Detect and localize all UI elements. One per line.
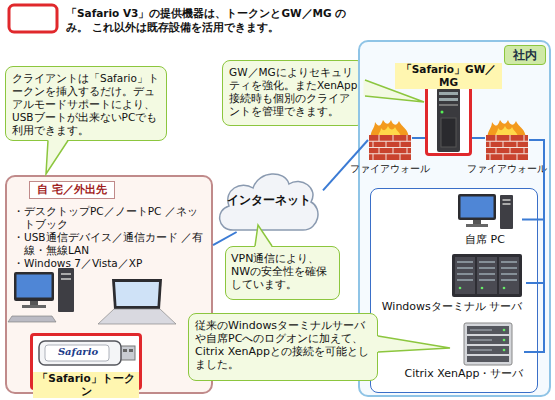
node-text: ・Windows 7／Vista／XP [13,257,205,270]
legend-text: 「Safario V3」の提供機器は、トークンとGW／MG のみ。 これ以外は既… [66,6,366,34]
node-label: Citrix XenApp・サーバ [402,367,526,380]
remote-site-box: 自 宅／外出先・デスクトップPC／ノートPC ／ネットブック・USB通信デバイス… [5,175,213,394]
node-label: ファイアウォール [350,162,430,175]
internet-cloud: インターネット [215,168,323,232]
node-label: クライアントは「Safario」トークンを挿入するだけ。デュアルモードサポートに… [12,72,160,137]
terminal-server-node: Windowsターミナル サーバ [448,252,526,314]
node-text: ・デスクトップPC／ノートPC ／ネットブック [13,205,205,231]
xenapp-server-node: Citrix XenApp・サーバ [452,322,524,382]
token-box: 「Safario」トークンSafario [30,333,142,390]
callout-box: GW／MGによりセキュリティを強化。またXenApp接続時も個別のクライアントを… [222,60,365,126]
callout-box: 従来のWindowsターミナルサーバや自席PCへのログオンに加えて、Citrix… [188,313,378,381]
gateway-server-icon-holder [428,87,469,153]
gateway-server-icon [428,87,469,153]
node-text: ・USB通信デバイス／通信カード ／有線・無線LAN [13,231,205,257]
callout-pointer-edge [46,141,68,175]
firewall-node: ファイアウォール [368,120,412,160]
node-label: Windowsターミナル サーバ [378,300,526,313]
callout-box: VPN通信により、NWの安全性を確保しています。 [225,246,340,300]
desk-pc-node: 自席 PC [448,192,522,247]
callout-box: クライアントは「Safario」トークンを挿入するだけ。デュアルモードサポートに… [5,66,167,141]
node-label: 社内 [504,45,546,65]
network-line [213,232,237,245]
legend-swatch [9,5,57,32]
desk-pc-icon [448,192,522,232]
terminal-server-icon-holder [448,252,526,299]
node-label: 自 宅／外出先 [29,181,115,199]
gateway-box: 「Safario」GW／MG [425,84,472,156]
firewall-icon-holder [368,120,412,160]
desk-pc-icon-holder [448,192,522,232]
node-label: 従来のWindowsターミナルサーバや自席PCへのログオンに加えて、Citrix… [195,319,371,371]
node-label: インターネット [215,194,323,207]
firewall-icon [368,120,412,160]
xenapp-server-icon [452,322,524,366]
node-label: 自席 PC [438,233,532,246]
office-zone: 社内「Safario」GW／MGファイアウォールファイアウォール自席 PCWin… [358,40,551,397]
node-label: 「Safario」GW／MG [395,63,502,89]
firewall-icon [485,120,529,160]
firewall-node: ファイアウォール [485,120,529,160]
firewall-icon-holder [485,120,529,160]
terminal-server-icon [448,252,526,299]
token-logo: Safario [47,345,109,358]
node-label: VPN通信により、NWの安全性を確保しています。 [231,252,335,291]
xenapp-server-icon-holder [452,322,524,366]
node-label: GW／MGによりセキュリティを強化。またXenApp接続時も個別のクライアントを… [229,66,359,118]
node-label: 「Safario」トークン [33,372,139,398]
callout-pointer [46,139,68,174]
node-label: ファイアウォール [467,162,547,175]
